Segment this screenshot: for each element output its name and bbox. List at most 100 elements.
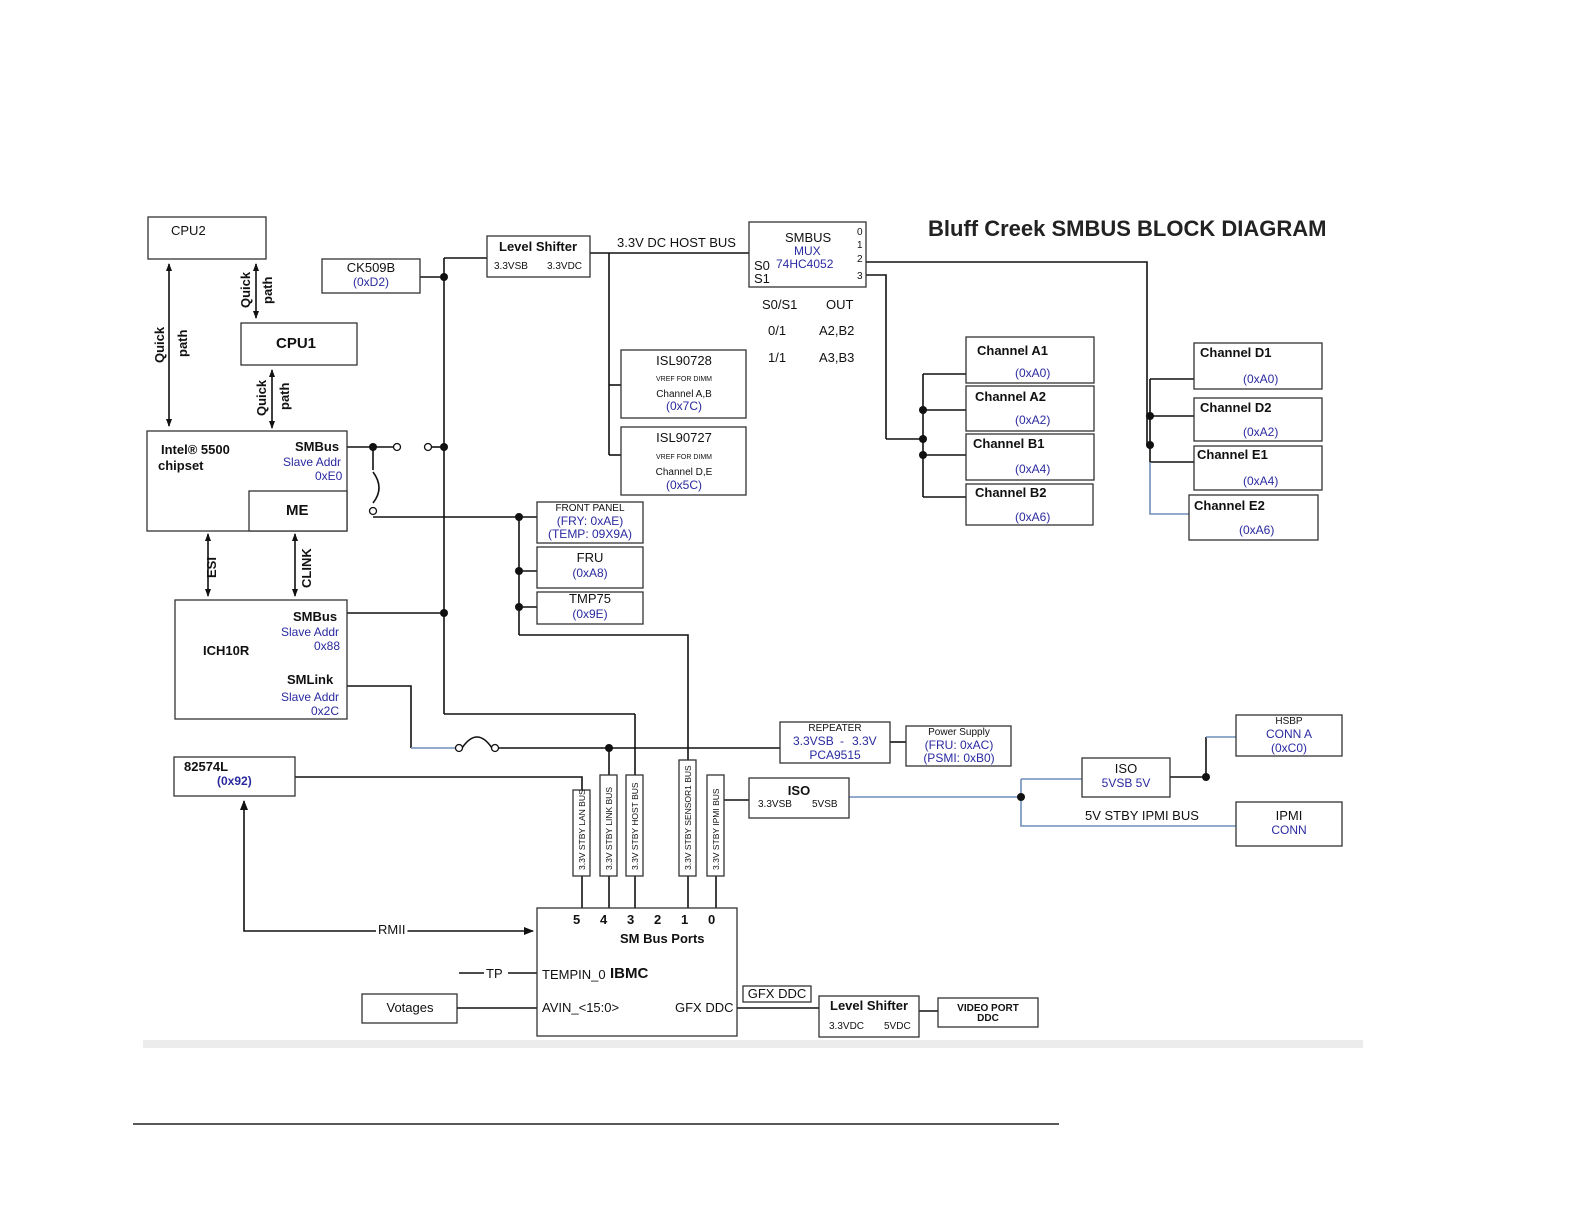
svg-text:(0xA8): (0xA8) [572,566,607,580]
cpu2-box: CPU2 [147,216,267,260]
mux-truth-table: S0/S1 OUT 0/1 A2,B2 1/1 A3,B3 [762,297,854,365]
ich10r-box: ICH10R SMBus Slave Addr 0x88 SMLink Slav… [174,599,348,720]
cpu1-box: CPU1 [240,322,358,366]
svg-text:VREF FOR DIMM: VREF FOR DIMM [656,376,712,383]
fru-box: FRU (0xA8) [536,546,644,589]
rmii-label-bg [376,922,408,937]
svg-text:5VSB 5V: 5VSB 5V [1102,776,1151,790]
repeater-box: REPEATER 3.3VSB - 3.3V PCA9515 [779,721,891,764]
svg-text:Channel D2: Channel D2 [1200,400,1272,415]
front-panel-box: FRONT PANEL (FRY: 0xAE) (TEMP: 09X9A) [536,501,644,544]
nic-82574l-box: 82574L (0x92) [173,756,296,797]
svg-text:Channel D,E: Channel D,E [656,467,713,478]
svg-text:TEMPIN_0: TEMPIN_0 [542,967,606,982]
svg-text:ISO: ISO [788,783,810,798]
svg-text:MUX: MUX [794,244,821,258]
wires [166,252,1236,1012]
channel-e2-box: Channel E2 (0xA6) [1188,494,1319,541]
host-bus-label: 3.3V DC HOST BUS [617,235,736,250]
svg-text:Slave Addr: Slave Addr [281,690,339,704]
svg-text:TMP75: TMP75 [569,591,611,606]
tmp75-box: TMP75 (0x9E) [536,591,644,625]
svg-text:(0x7C): (0x7C) [666,399,702,413]
svg-text:3.3V STBY IPMI BUS: 3.3V STBY IPMI BUS [711,788,721,870]
svg-text:PCA9515: PCA9515 [809,748,861,762]
svg-text:3.3V STBY SENSOR1 BUS: 3.3V STBY SENSOR1 BUS [683,765,693,870]
svg-text:S0/S1: S0/S1 [762,297,797,312]
svg-text:3.3VSB: 3.3VSB [758,799,792,810]
ipmi-bus-bar: 3.3V STBY IPMI BUS [706,774,725,877]
svg-text:chipset: chipset [158,458,204,473]
svg-text:VREF FOR DIMM: VREF FOR DIMM [656,454,712,461]
svg-text:(FRU: 0xAC): (FRU: 0xAC) [925,738,994,752]
channel-e1-box: Channel E1 (0xA4) [1193,445,1323,491]
svg-text:CONN: CONN [1271,823,1306,837]
svg-text:Quick: Quick [254,379,269,416]
svg-text:3.3V STBY HOST BUS: 3.3V STBY HOST BUS [630,782,640,870]
svg-text:(0x9E): (0x9E) [572,607,607,621]
svg-text:Channel A2: Channel A2 [975,389,1046,404]
svg-text:1: 1 [681,912,688,927]
svg-text:Quick: Quick [238,271,253,308]
isl90727-box: ISL90727 VREF FOR DIMM Channel D,E (0x5C… [620,426,747,496]
svg-text:GFX DDC: GFX DDC [748,986,807,1001]
svg-text:Channel B2: Channel B2 [975,485,1047,500]
svg-text:(0xA6): (0xA6) [1239,523,1274,537]
svg-text:SMBUS: SMBUS [785,230,832,245]
svg-text:path: path [175,330,190,358]
svg-text:(0x92): (0x92) [217,774,252,788]
bus-bars: 3.3V STBY LAN BUS 3.3V STBY LINK BUS 3.3… [572,759,725,877]
svg-text:(0x5C): (0x5C) [666,478,702,492]
iso-3v3-box: ISO 3.3VSB 5VSB [748,777,850,819]
svg-text:path: path [260,277,275,305]
svg-text:4: 4 [600,912,608,927]
svg-text:0: 0 [857,227,863,238]
svg-text:SMBus: SMBus [295,439,339,454]
svg-text:HSBP: HSBP [1275,716,1303,727]
svg-text:(0xA2): (0xA2) [1015,413,1050,427]
svg-text:Channel E1: Channel E1 [1197,447,1268,462]
svg-text:AVIN_<15:0>: AVIN_<15:0> [542,1000,619,1015]
intel-5500-chipset-box: Intel® 5500 chipset SMBus Slave Addr 0xE… [146,430,348,532]
svg-text:ISL90728: ISL90728 [656,353,712,368]
svg-text:CLINK: CLINK [299,548,314,588]
svg-text:(TEMP: 09X9A): (TEMP: 09X9A) [548,527,632,541]
svg-text:ESI: ESI [204,557,219,578]
lan-bus-bar: 3.3V STBY LAN BUS [572,789,591,877]
channel-d1-box: Channel D1 (0xA0) [1193,342,1323,390]
svg-text:Level Shifter: Level Shifter [830,998,908,1013]
video-port-ddc-box: VIDEO PORT DDC [937,997,1039,1028]
svg-text:0: 0 [708,912,715,927]
svg-text:Intel® 5500: Intel® 5500 [161,442,230,457]
svg-text:FRU: FRU [577,550,604,565]
svg-text:SMLink: SMLink [287,672,334,687]
iso-5v-box: ISO 5VSB 5V [1081,757,1171,798]
svg-text:S1: S1 [754,271,770,286]
isl90728-box: ISL90728 VREF FOR DIMM Channel A,B (0x7C… [620,349,747,419]
votages-box: Votages [361,993,458,1024]
ipmi-bus-label: 5V STBY IPMI BUS [1085,808,1199,823]
svg-text:(PSMI: 0xB0): (PSMI: 0xB0) [923,751,994,765]
svg-text:(0xA0): (0xA0) [1015,366,1050,380]
level-shifter-top: Level Shifter 3.3VSB 3.3VDC [486,235,591,278]
svg-text:3.3VDC: 3.3VDC [829,1021,864,1032]
svg-text:(0xA2): (0xA2) [1243,425,1278,439]
diagram-title: Bluff Creek SMBUS BLOCK DIAGRAM [928,216,1326,241]
svg-text:A3,B3: A3,B3 [819,350,854,365]
svg-text:-: - [840,734,844,748]
svg-text:(0xA0): (0xA0) [1243,372,1278,386]
svg-text:Level Shifter: Level Shifter [499,239,577,254]
svg-text:2: 2 [654,912,661,927]
svg-text:(0xA4): (0xA4) [1015,462,1050,476]
tp-label: TP [486,966,503,981]
svg-text:(0xA4): (0xA4) [1243,474,1278,488]
svg-text:3.3V STBY LINK BUS: 3.3V STBY LINK BUS [604,787,614,870]
smbus-mux-box: SMBUS MUX 74HC4052 S0 S1 0 1 2 3 [748,221,867,288]
svg-text:FRONT PANEL: FRONT PANEL [555,503,625,514]
svg-text:VIDEO PORT: VIDEO PORT [957,1003,1019,1014]
channel-a1-box: Channel A1 (0xA0) [965,336,1095,384]
svg-text:0/1: 0/1 [768,323,786,338]
svg-text:A2,B2: A2,B2 [819,323,854,338]
svg-text:Slave Addr: Slave Addr [281,625,339,639]
ibmc-box: 5 4 3 2 1 0 SM Bus Ports TEMPIN_0 IBMC A… [536,907,738,1037]
